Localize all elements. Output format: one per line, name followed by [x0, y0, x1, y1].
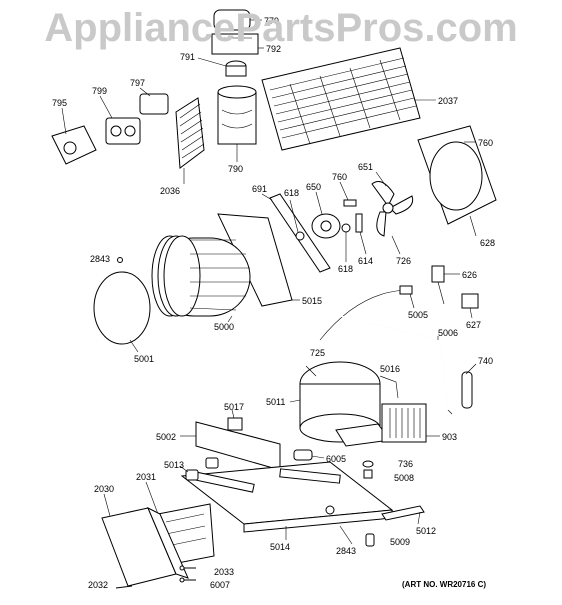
- callout-5001: 5001: [134, 354, 154, 364]
- callout-736: 736: [398, 459, 413, 469]
- part-6005: [293, 449, 325, 461]
- part-2037: [261, 47, 436, 151]
- part-651: [371, 171, 414, 237]
- callout-5013: 5013: [164, 460, 184, 470]
- part-5008: [363, 469, 373, 479]
- part-5017: [227, 409, 243, 431]
- callout-779: 779: [264, 16, 279, 26]
- part-792: [211, 33, 264, 55]
- part-5009: [365, 533, 375, 547]
- callout-799: 799: [92, 86, 107, 96]
- callout-5014: 5014: [270, 542, 290, 552]
- part-5006: [339, 315, 453, 415]
- part-614: [355, 213, 367, 255]
- callout-614: 614: [358, 256, 373, 266]
- part-6007: [179, 577, 196, 583]
- part-5013: [179, 457, 219, 481]
- callout-618-bottom: 618: [338, 264, 353, 274]
- part-5012: [381, 505, 425, 525]
- part-626: [431, 265, 460, 305]
- part-5011: [289, 399, 301, 403]
- part-627: [461, 293, 479, 319]
- callout-2843-bottom: 2843: [336, 546, 356, 556]
- part-5001: [93, 271, 151, 353]
- part-5000: [151, 213, 300, 323]
- part-797: [139, 87, 169, 115]
- part-2032: [115, 585, 133, 589]
- part-736: [362, 460, 374, 468]
- callout-2032: 2032: [88, 580, 108, 590]
- callout-791: 791: [180, 52, 195, 62]
- part-2030: [101, 493, 189, 587]
- callout-5017: 5017: [224, 402, 244, 412]
- watermark-text: AppliancePartsPros.com: [44, 6, 518, 50]
- callout-627: 627: [466, 320, 481, 330]
- callout-2843-top: 2843: [90, 254, 110, 264]
- part-618: [289, 199, 351, 262]
- callout-651: 651: [358, 162, 373, 172]
- part-740: [461, 363, 477, 409]
- callout-726: 726: [396, 256, 411, 266]
- part-2036: [175, 97, 205, 184]
- part-650: [311, 191, 341, 239]
- part-725: [299, 361, 391, 447]
- part-760: [339, 181, 357, 207]
- callout-691: 691: [252, 184, 267, 194]
- callout-5005: 5005: [408, 310, 428, 320]
- callout-5000: 5000: [214, 322, 234, 332]
- part-790: [217, 85, 257, 162]
- callout-760-mid: 760: [332, 172, 347, 182]
- callout-5011: 5011: [266, 397, 285, 407]
- callout-650: 650: [306, 182, 321, 192]
- callout-618-top: 618: [284, 188, 299, 198]
- callout-5015: 5015: [302, 296, 322, 306]
- part-726: [391, 235, 401, 255]
- callout-795: 795: [52, 98, 67, 108]
- callout-792: 792: [266, 44, 281, 54]
- callout-725: 725: [310, 348, 325, 358]
- callout-labels: 779 792 791 797 799 795 2037 760 2036 79…: [52, 16, 495, 590]
- callout-790: 790: [228, 164, 243, 174]
- callout-2030: 2030: [94, 484, 114, 494]
- part-2033: [179, 565, 196, 571]
- callout-2031: 2031: [136, 472, 156, 482]
- callout-760-top: 760: [478, 138, 493, 148]
- callout-628: 628: [480, 238, 495, 248]
- part-5005: [319, 285, 415, 341]
- part-2843-lower: [339, 525, 353, 545]
- callout-5008: 5008: [394, 473, 414, 483]
- callout-797: 797: [130, 78, 145, 88]
- part-628: [417, 125, 497, 237]
- callout-6007: 6007: [210, 580, 230, 590]
- callout-626: 626: [462, 270, 477, 280]
- part-2843-screw: [117, 257, 123, 263]
- part-903: [381, 403, 440, 443]
- part-779: [213, 9, 262, 31]
- callout-740: 740: [478, 356, 493, 366]
- part-5014: [180, 461, 394, 540]
- callout-2033: 2033: [214, 567, 234, 577]
- callout-5009: 5009: [390, 537, 410, 547]
- part-795: [51, 107, 97, 165]
- part-5016: [379, 375, 399, 399]
- callout-5012: 5012: [416, 526, 436, 536]
- callout-5002: 5002: [156, 432, 176, 442]
- part-799: [99, 95, 141, 145]
- callout-903: 903: [442, 432, 457, 442]
- art-number: (ART NO. WR20716 C): [402, 580, 487, 589]
- callout-5006: 5006: [438, 328, 458, 338]
- callout-6005: 6005: [326, 454, 346, 464]
- callout-2036: 2036: [160, 186, 180, 196]
- callout-5016: 5016: [380, 364, 400, 374]
- part-791: [197, 57, 247, 77]
- callout-2037: 2037: [438, 96, 458, 106]
